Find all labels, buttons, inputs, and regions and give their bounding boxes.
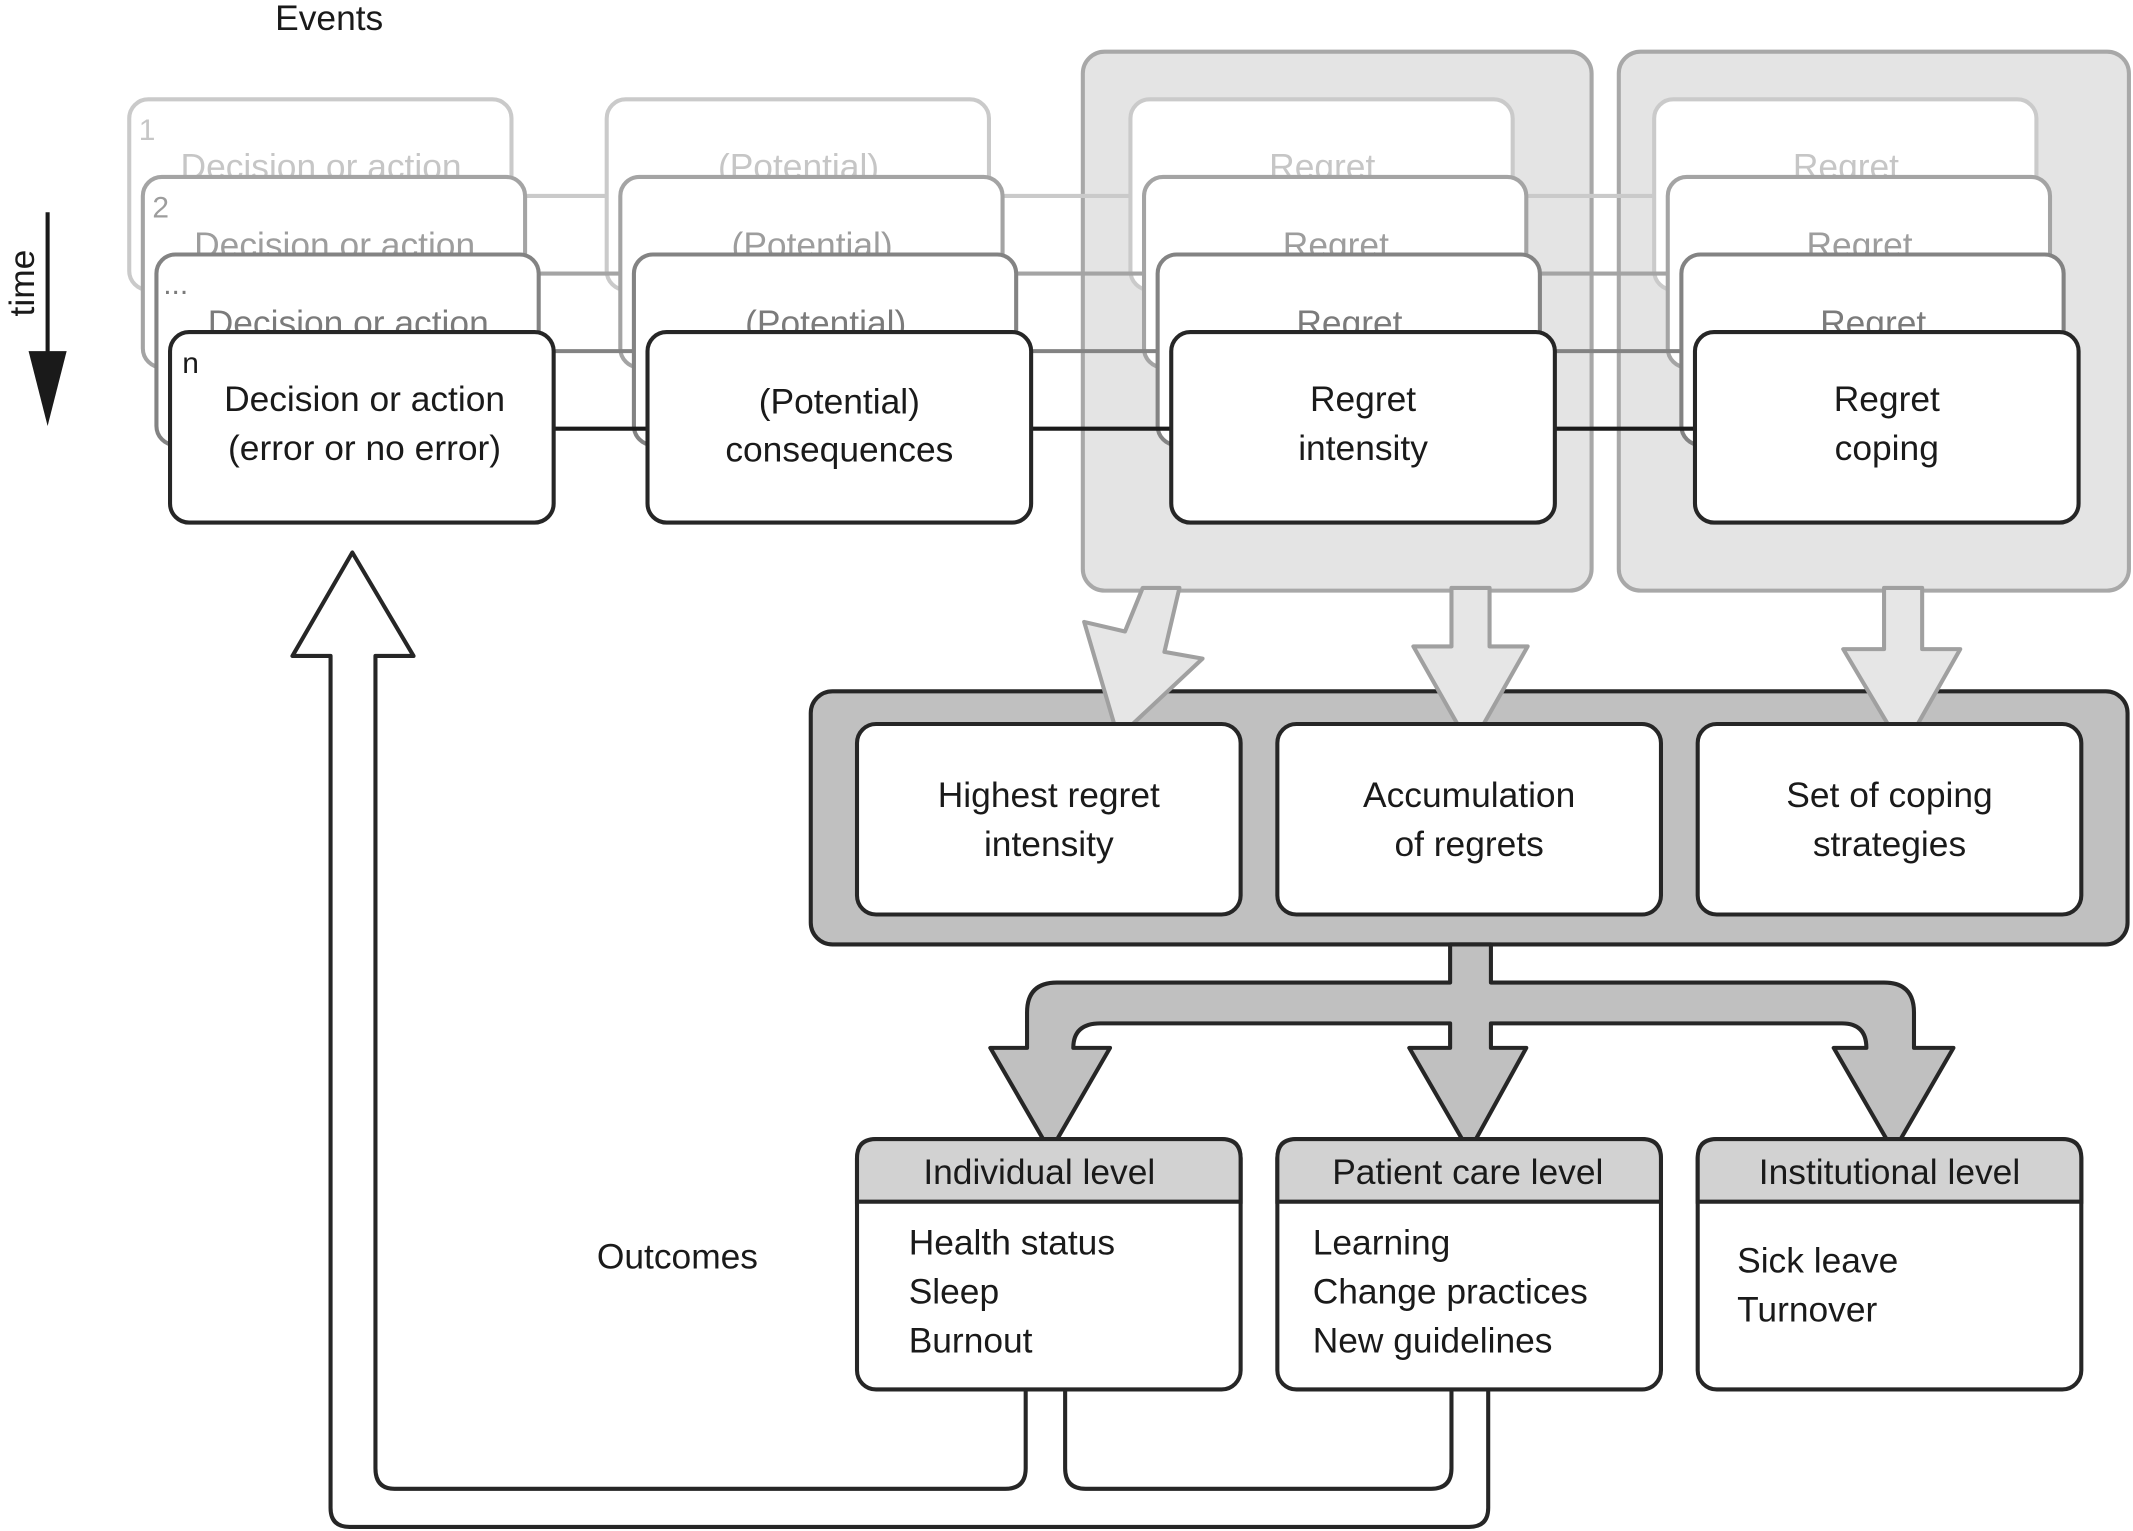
decision-line-2: (error or no error)	[228, 429, 501, 468]
layer2-number: 2	[152, 192, 169, 225]
patient-care-level-header	[1275, 1137, 1664, 1204]
outcomes-label: Outcomes	[597, 1237, 758, 1276]
regret-intensity-line-2: intensity	[1298, 429, 1428, 468]
coping-strategies-box	[1695, 721, 2084, 917]
coping-strategies-line-2: strategies	[1813, 825, 1966, 864]
accumulation-box	[1275, 721, 1664, 917]
individual-level-box: Individual level Health status Sleep Bur…	[854, 1137, 1243, 1392]
institutional-level-header	[1695, 1137, 2084, 1204]
regret-coping-line-2: coping	[1835, 429, 1939, 468]
institutional-level-title: Institutional level	[1759, 1153, 2020, 1192]
patient-care-item-1: Learning	[1313, 1224, 1451, 1263]
time-arrow-head-icon	[28, 351, 67, 426]
time-axis: time	[3, 212, 67, 426]
arrow-to-accumulation-icon	[1411, 585, 1530, 750]
institutional-item-2: Turnover	[1737, 1290, 1877, 1329]
patient-care-level-box: Patient care level Learning Change pract…	[1275, 1137, 1664, 1392]
regret-coping-line-1: Regret	[1834, 380, 1940, 419]
individual-item-1: Health status	[909, 1224, 1115, 1263]
institutional-level-box: Institutional level Sick leave Turnover	[1695, 1137, 2084, 1392]
accumulation-line-2: of regrets	[1394, 825, 1543, 864]
consequences-box	[645, 330, 1034, 525]
event-layer-n: n Decision or action (error or no error)…	[168, 330, 2081, 525]
feedback-arrow-icon	[290, 550, 1491, 1529]
patient-care-item-3: New guidelines	[1313, 1322, 1553, 1361]
regret-intensity-box	[1169, 330, 1557, 525]
events-label: Events	[275, 0, 383, 38]
arrow-to-highest-regret-icon	[1082, 585, 1205, 740]
accumulation-line-1: Accumulation	[1363, 776, 1575, 815]
individual-level-header	[854, 1137, 1243, 1204]
coping-strategies-line-1: Set of coping	[1786, 776, 1992, 815]
highest-regret-line-2: intensity	[984, 825, 1114, 864]
institutional-item-1: Sick leave	[1737, 1241, 1898, 1280]
regret-intensity-line-1: Regret	[1310, 380, 1416, 419]
layer3-number: ...	[163, 268, 188, 301]
regret-coping-box	[1692, 330, 2081, 525]
consequences-line-2: consequences	[725, 430, 953, 469]
individual-item-2: Sleep	[909, 1273, 999, 1312]
layer-n-number: n	[182, 347, 199, 380]
patient-care-level-title: Patient care level	[1332, 1153, 1603, 1192]
decision-line-1: Decision or action	[224, 380, 505, 419]
highest-regret-line-1: Highest regret	[938, 776, 1160, 815]
patient-care-item-2: Change practices	[1313, 1273, 1588, 1312]
branch-arrow-icon	[988, 942, 1956, 1154]
consequences-line-1: (Potential)	[759, 383, 920, 422]
layer1-number: 1	[139, 114, 156, 147]
individual-level-title: Individual level	[923, 1153, 1155, 1192]
time-label: time	[3, 250, 42, 317]
individual-item-3: Burnout	[909, 1322, 1033, 1361]
decision-box	[168, 330, 556, 525]
arrow-to-coping-strategies-icon	[1841, 585, 1963, 752]
highest-regret-box	[854, 721, 1243, 917]
